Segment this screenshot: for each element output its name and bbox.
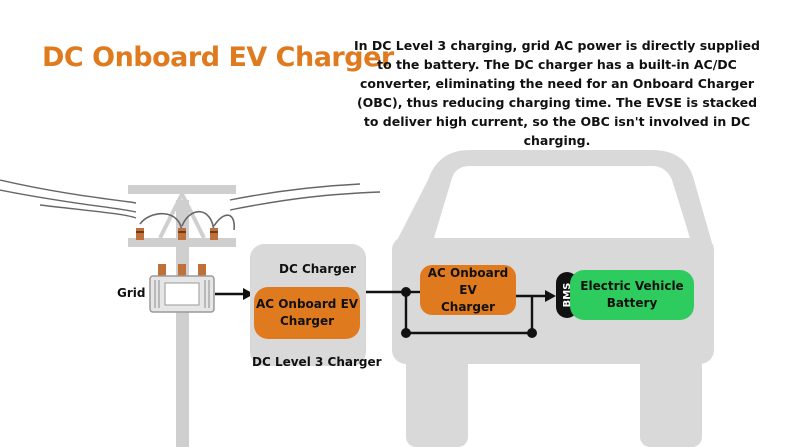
box-line: Electric Vehicle	[580, 279, 684, 293]
bms-label: BMS	[562, 283, 573, 308]
transformer-icon	[149, 264, 215, 313]
car-ac-onboard-box: AC Onboard EV Charger	[420, 265, 516, 315]
junction-dot	[527, 328, 537, 338]
grid-label: Grid	[117, 286, 146, 300]
battery-box: Electric Vehicle Battery	[570, 270, 694, 320]
utility-pole-icon	[0, 179, 381, 447]
charger-ac-onboard-box: AC Onboard EV Charger	[254, 287, 360, 339]
box-line: Charger	[279, 314, 334, 328]
wiring	[366, 290, 548, 335]
page-title: DC Onboard EV Charger	[42, 42, 394, 73]
junction-dot	[401, 287, 411, 297]
box-line: Charger	[440, 299, 495, 314]
description-text: In DC Level 3 charging, grid AC power is…	[354, 38, 760, 148]
box-line: Battery	[606, 296, 658, 310]
box-line: AC Onboard EV	[255, 297, 359, 311]
dc-level3-label: DC Level 3 Charger	[252, 355, 382, 369]
junction-dot	[401, 328, 411, 338]
dc-charger-label: DC Charger	[279, 262, 356, 276]
box-line: AC Onboard EV	[427, 265, 509, 297]
